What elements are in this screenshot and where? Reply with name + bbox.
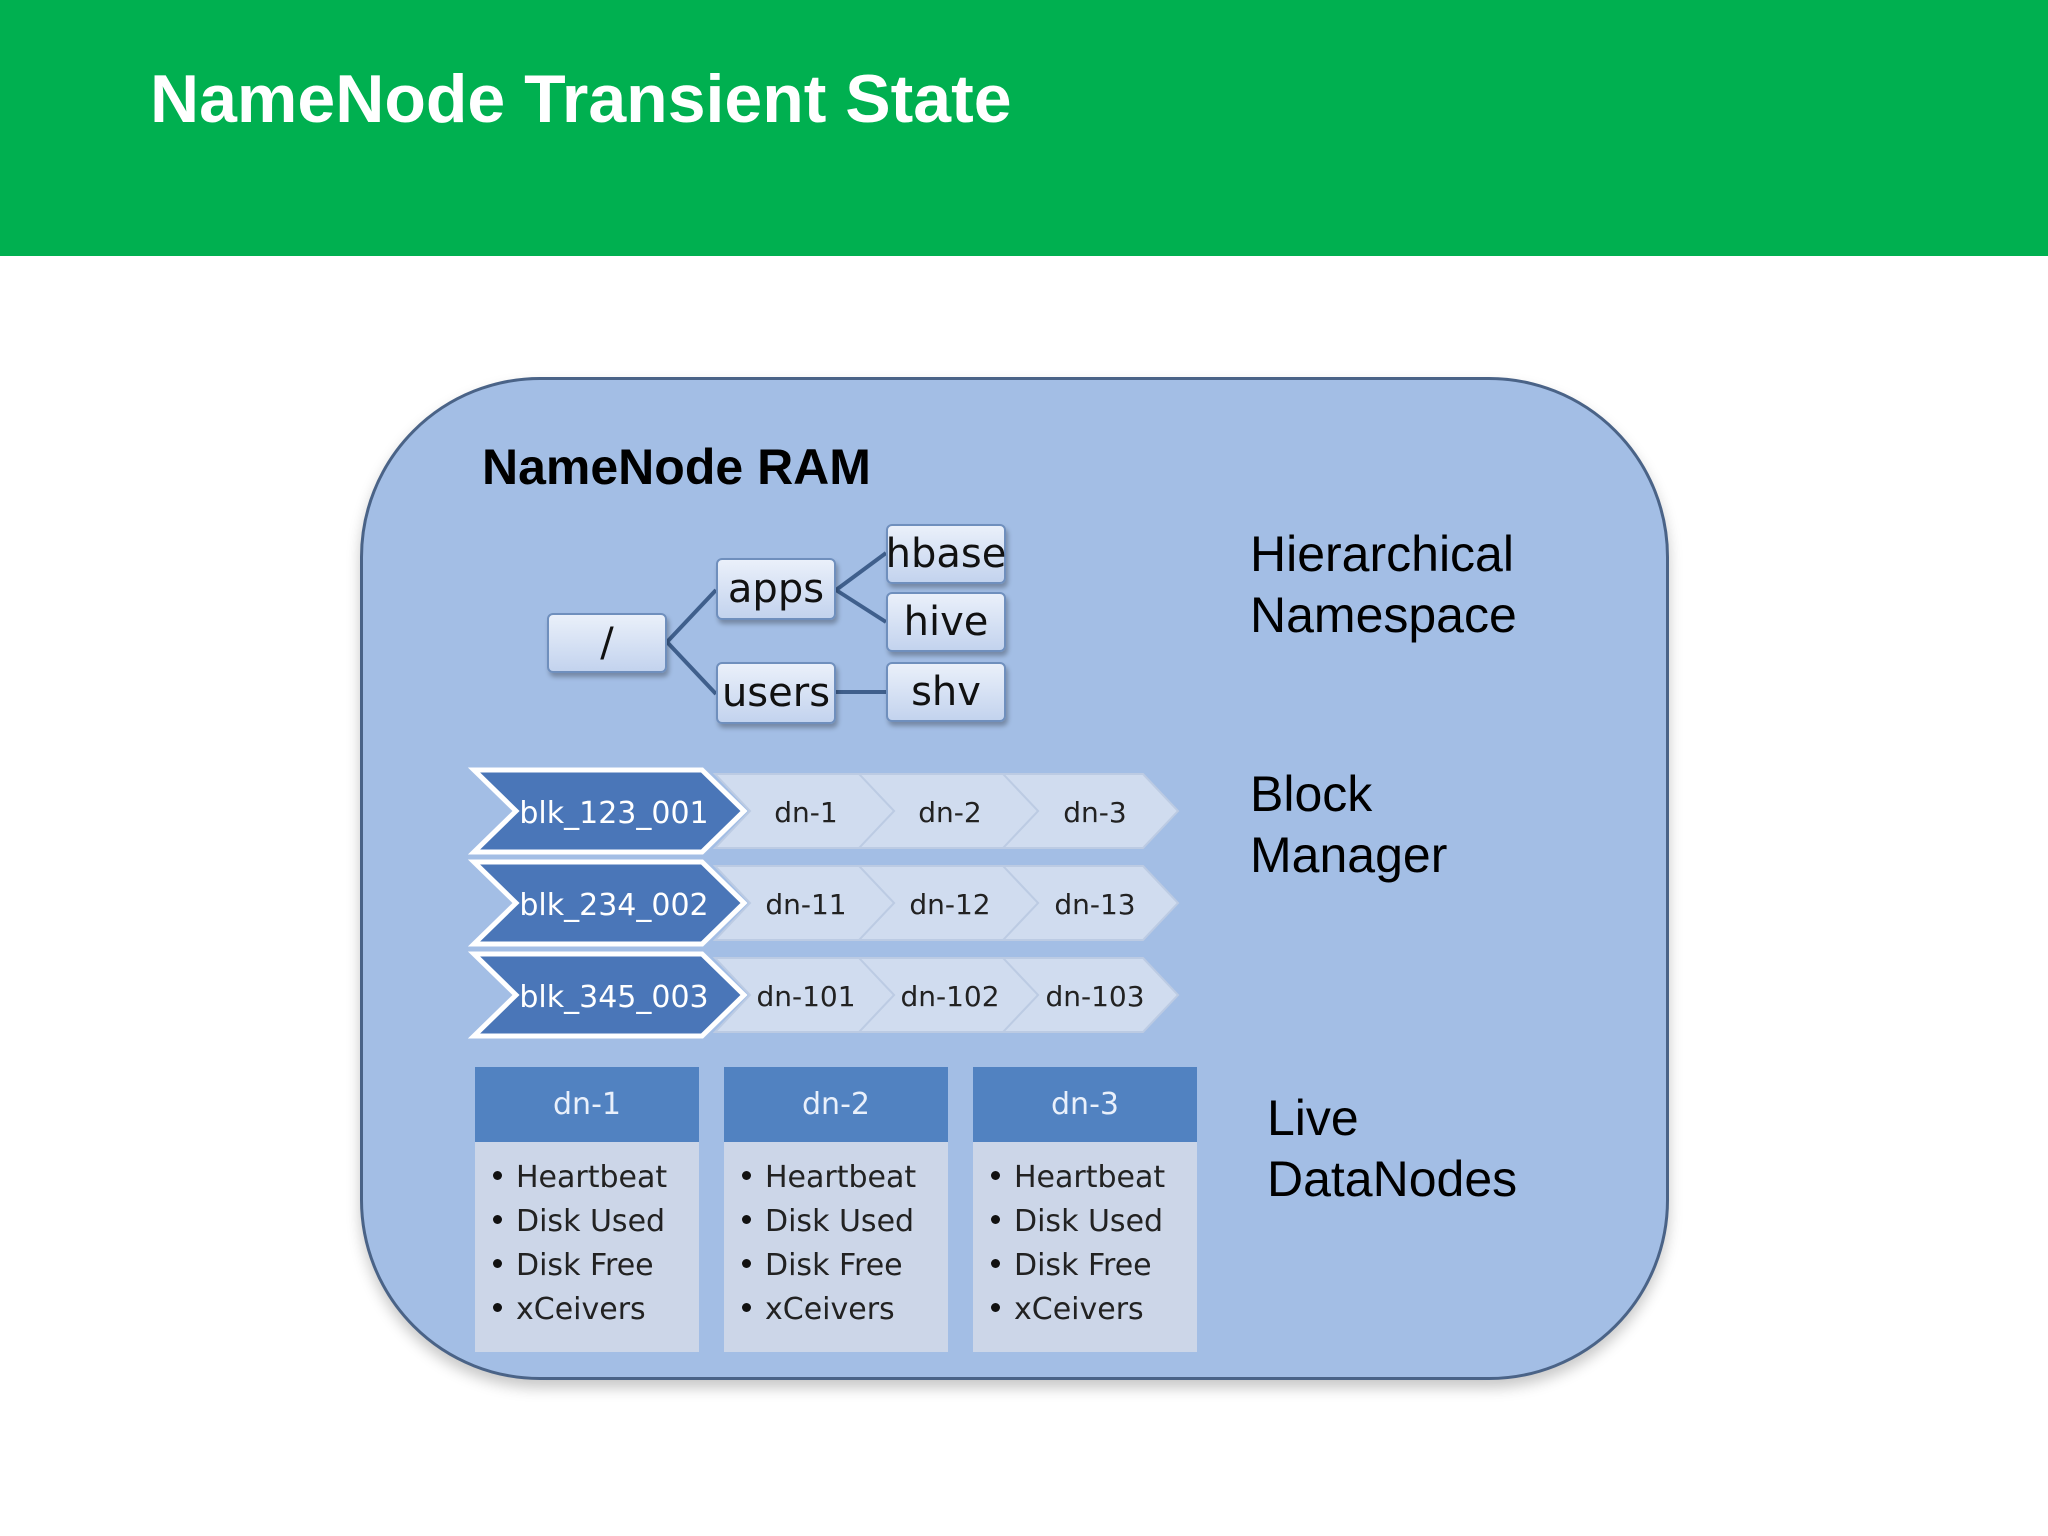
dn-chevron	[712, 773, 896, 849]
datanode-metric: Heartbeat	[493, 1156, 699, 1200]
datanode-metric: Disk Free	[991, 1244, 1197, 1288]
block-id-chevron	[467, 859, 748, 947]
namespace-node-root[interactable]: /	[547, 613, 667, 673]
dn-chevron-text: dn-101	[756, 980, 855, 1013]
block-id-chevron	[467, 767, 748, 855]
node-label: hbase	[885, 531, 1007, 577]
block-id-text: blk_234_002	[519, 888, 708, 923]
node-label: /	[600, 620, 614, 666]
label-line: Live	[1267, 1090, 1359, 1146]
datanode-card-header: dn-2	[724, 1067, 948, 1142]
ram-title: NameNode RAM	[482, 439, 871, 495]
node-label: users	[721, 670, 831, 716]
namespace-node-users[interactable]: users	[716, 662, 836, 724]
dn-chevron-text: dn-2	[918, 796, 981, 829]
label-line: Manager	[1250, 827, 1448, 883]
datanode-metric: Disk Used	[493, 1200, 699, 1244]
hierarchical-namespace-label: Hierarchical Namespace	[1250, 524, 1517, 646]
datanode-metric: Disk Free	[742, 1244, 948, 1288]
dn-chevron-text: dn-12	[909, 888, 990, 921]
datanode-card-body: Heartbeat Disk Used Disk Free xCeivers	[973, 1142, 1197, 1352]
datanode-card-body: Heartbeat Disk Used Disk Free xCeivers	[475, 1142, 699, 1352]
datanode-metric: Heartbeat	[991, 1156, 1197, 1200]
namespace-node-hive[interactable]: hive	[886, 592, 1006, 652]
block-manager-label: Block Manager	[1250, 764, 1447, 886]
dn-chevron-text: dn-1	[774, 796, 837, 829]
block-row: blk_234_002 dn-11 dn-12 dn-13	[467, 859, 1180, 947]
dn-chevron-text: dn-11	[765, 888, 846, 921]
node-label: shv	[911, 669, 981, 715]
label-line: DataNodes	[1267, 1151, 1518, 1207]
datanode-metric: Disk Used	[742, 1200, 948, 1244]
label-line: Namespace	[1250, 587, 1517, 643]
datanode-card-dn-3: dn-3 Heartbeat Disk Used Disk Free xCeiv…	[973, 1067, 1197, 1352]
datanode-card-header: dn-3	[973, 1067, 1197, 1142]
block-id-text: blk_123_001	[519, 796, 708, 831]
node-label: hive	[903, 599, 989, 645]
datanode-metric: Disk Used	[991, 1200, 1197, 1244]
dn-chevron-text: dn-102	[900, 980, 999, 1013]
namespace-node-apps[interactable]: apps	[716, 558, 836, 620]
dn-chevron-text: dn-13	[1054, 888, 1135, 921]
datanode-metric: xCeivers	[742, 1288, 948, 1332]
datanode-metric: xCeivers	[493, 1288, 699, 1332]
block-id-chevron	[467, 951, 748, 1039]
dn-chevron	[712, 865, 896, 941]
datanode-metric: Heartbeat	[742, 1156, 948, 1200]
label-line: Hierarchical	[1250, 526, 1514, 582]
title-banner: NameNode Transient State	[0, 0, 2048, 256]
datanode-card-header: dn-1	[475, 1067, 699, 1142]
dn-chevron	[712, 957, 896, 1033]
node-label: apps	[727, 566, 825, 612]
block-row: blk_123_001 dn-1 dn-2 dn-3	[467, 767, 1180, 855]
namespace-node-shv[interactable]: shv	[886, 662, 1006, 722]
block-row: blk_345_003 dn-101 dn-102 dn-103	[467, 951, 1180, 1039]
datanode-card-dn-2: dn-2 Heartbeat Disk Used Disk Free xCeiv…	[724, 1067, 948, 1352]
dn-chevron-text: dn-103	[1045, 980, 1144, 1013]
datanode-metric: xCeivers	[991, 1288, 1197, 1332]
label-line: Block	[1250, 766, 1373, 822]
namespace-node-hbase[interactable]: hbase	[886, 524, 1006, 584]
datanode-card-body: Heartbeat Disk Used Disk Free xCeivers	[724, 1142, 948, 1352]
live-datanodes-label: Live DataNodes	[1267, 1088, 1517, 1210]
datanode-card-dn-1: dn-1 Heartbeat Disk Used Disk Free xCeiv…	[475, 1067, 699, 1352]
slide-title: NameNode Transient State	[150, 61, 1012, 137]
datanode-metric: Disk Free	[493, 1244, 699, 1288]
dn-chevron-text: dn-3	[1063, 796, 1126, 829]
block-id-text: blk_345_003	[519, 980, 708, 1015]
